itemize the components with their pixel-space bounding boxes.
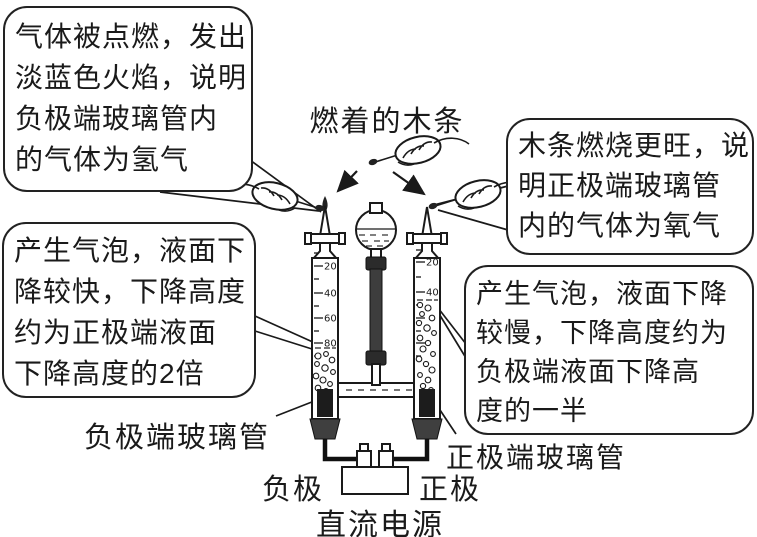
right-glass-tube: 20 40: [406, 206, 448, 440]
positive-tube-label: 正极端玻璃管: [446, 442, 627, 473]
bubble-line: 木条燃烧更旺，说: [518, 130, 751, 161]
svg-text:20: 20: [426, 258, 439, 269]
left-tube-bubbles: [312, 351, 336, 394]
anode-electrode: [419, 389, 435, 417]
arrow-to-left-tube: [336, 169, 359, 193]
speech-bubble-hydrogen-flame: 气体被点燃，发出 淡蓝色火焰，说明 负极端玻璃管内 的气体为氢气: [3, 6, 253, 192]
negative-tube-label: 负极端玻璃管: [84, 422, 271, 454]
oxygen-bubble-tail-2: [437, 209, 509, 231]
center-hand-with-burning-stick-icon: [368, 135, 470, 166]
positive-terminal-label: 正极: [419, 474, 482, 506]
dc-power-supply-label: 直流电源: [316, 509, 444, 537]
burning-stick-label: 燃着的木条: [309, 106, 465, 138]
bubble-line: 度的一半: [476, 396, 588, 426]
bubble-line: 较慢，下降高度约为: [476, 318, 728, 348]
left-rubber-stopper: [309, 418, 341, 440]
svg-text:20: 20: [324, 262, 337, 273]
bubble-line: 下降高度的2倍: [14, 358, 205, 389]
left-stopcock: [308, 233, 342, 244]
bubble-line: 负极端玻璃管内: [15, 103, 219, 134]
bubble-line: 明正极端玻璃管: [518, 170, 722, 201]
svg-text:60: 60: [324, 314, 337, 325]
right-rubber-stopper: [411, 418, 443, 440]
bubble-line: 气体被点燃，发出: [15, 21, 248, 52]
bubble-line: 产生气泡，液面下降: [476, 279, 728, 309]
center-electrode-column: [365, 248, 387, 386]
positive-wire: [392, 439, 430, 462]
left-tube-scale: 20 40 60 80: [314, 252, 337, 357]
speech-bubble-oxygen-stick: 木条燃烧更旺，说 明正极端玻璃管 内的气体为氧气: [506, 118, 754, 255]
bubble-line: 产生气泡，液面下: [14, 235, 247, 266]
right-tube-bubbles: [415, 301, 437, 393]
svg-text:80: 80: [324, 339, 337, 350]
left-glass-tube: 20 40 60 80: [304, 196, 346, 440]
negative-wire: [322, 439, 359, 462]
svg-text:40: 40: [426, 288, 439, 299]
speech-bubble-cathode-bubbles: 产生气泡，液面下 降较快，下降高度 约为正极端液面 下降高度的2倍: [2, 222, 256, 398]
power-supply-box: [341, 466, 409, 495]
cathode-bubble-leader-2: [254, 330, 313, 350]
reservoir-bulb: [355, 202, 397, 251]
bubble-line: 内的气体为氧气: [518, 210, 722, 241]
right-jet-tip: [420, 206, 434, 238]
negative-terminal-label: 负极: [262, 474, 325, 506]
bubble-line: 的气体为氢气: [15, 144, 190, 175]
dc-power-supply: [341, 443, 409, 495]
bubble-line: 淡蓝色火焰，说明: [15, 62, 248, 93]
bubble-line: 约为正极端液面: [14, 317, 218, 348]
bubble-line: 负极端液面下降高: [476, 357, 700, 387]
speech-bubble-anode-bubbles: 产生气泡，液面下降 较慢，下降高度约为 负极端液面下降高 度的一半: [464, 265, 754, 435]
cathode-bubble-leader: [254, 315, 316, 344]
right-stopcock: [410, 233, 444, 244]
right-tube-scale: 20 40: [416, 249, 439, 357]
svg-text:40: 40: [324, 289, 337, 300]
right-hand-with-burning-stick-icon: [428, 179, 530, 210]
arrow-to-right-tube: [392, 171, 426, 196]
bubble-line: 降较快，下降高度: [14, 276, 247, 307]
cathode-electrode: [317, 389, 333, 417]
